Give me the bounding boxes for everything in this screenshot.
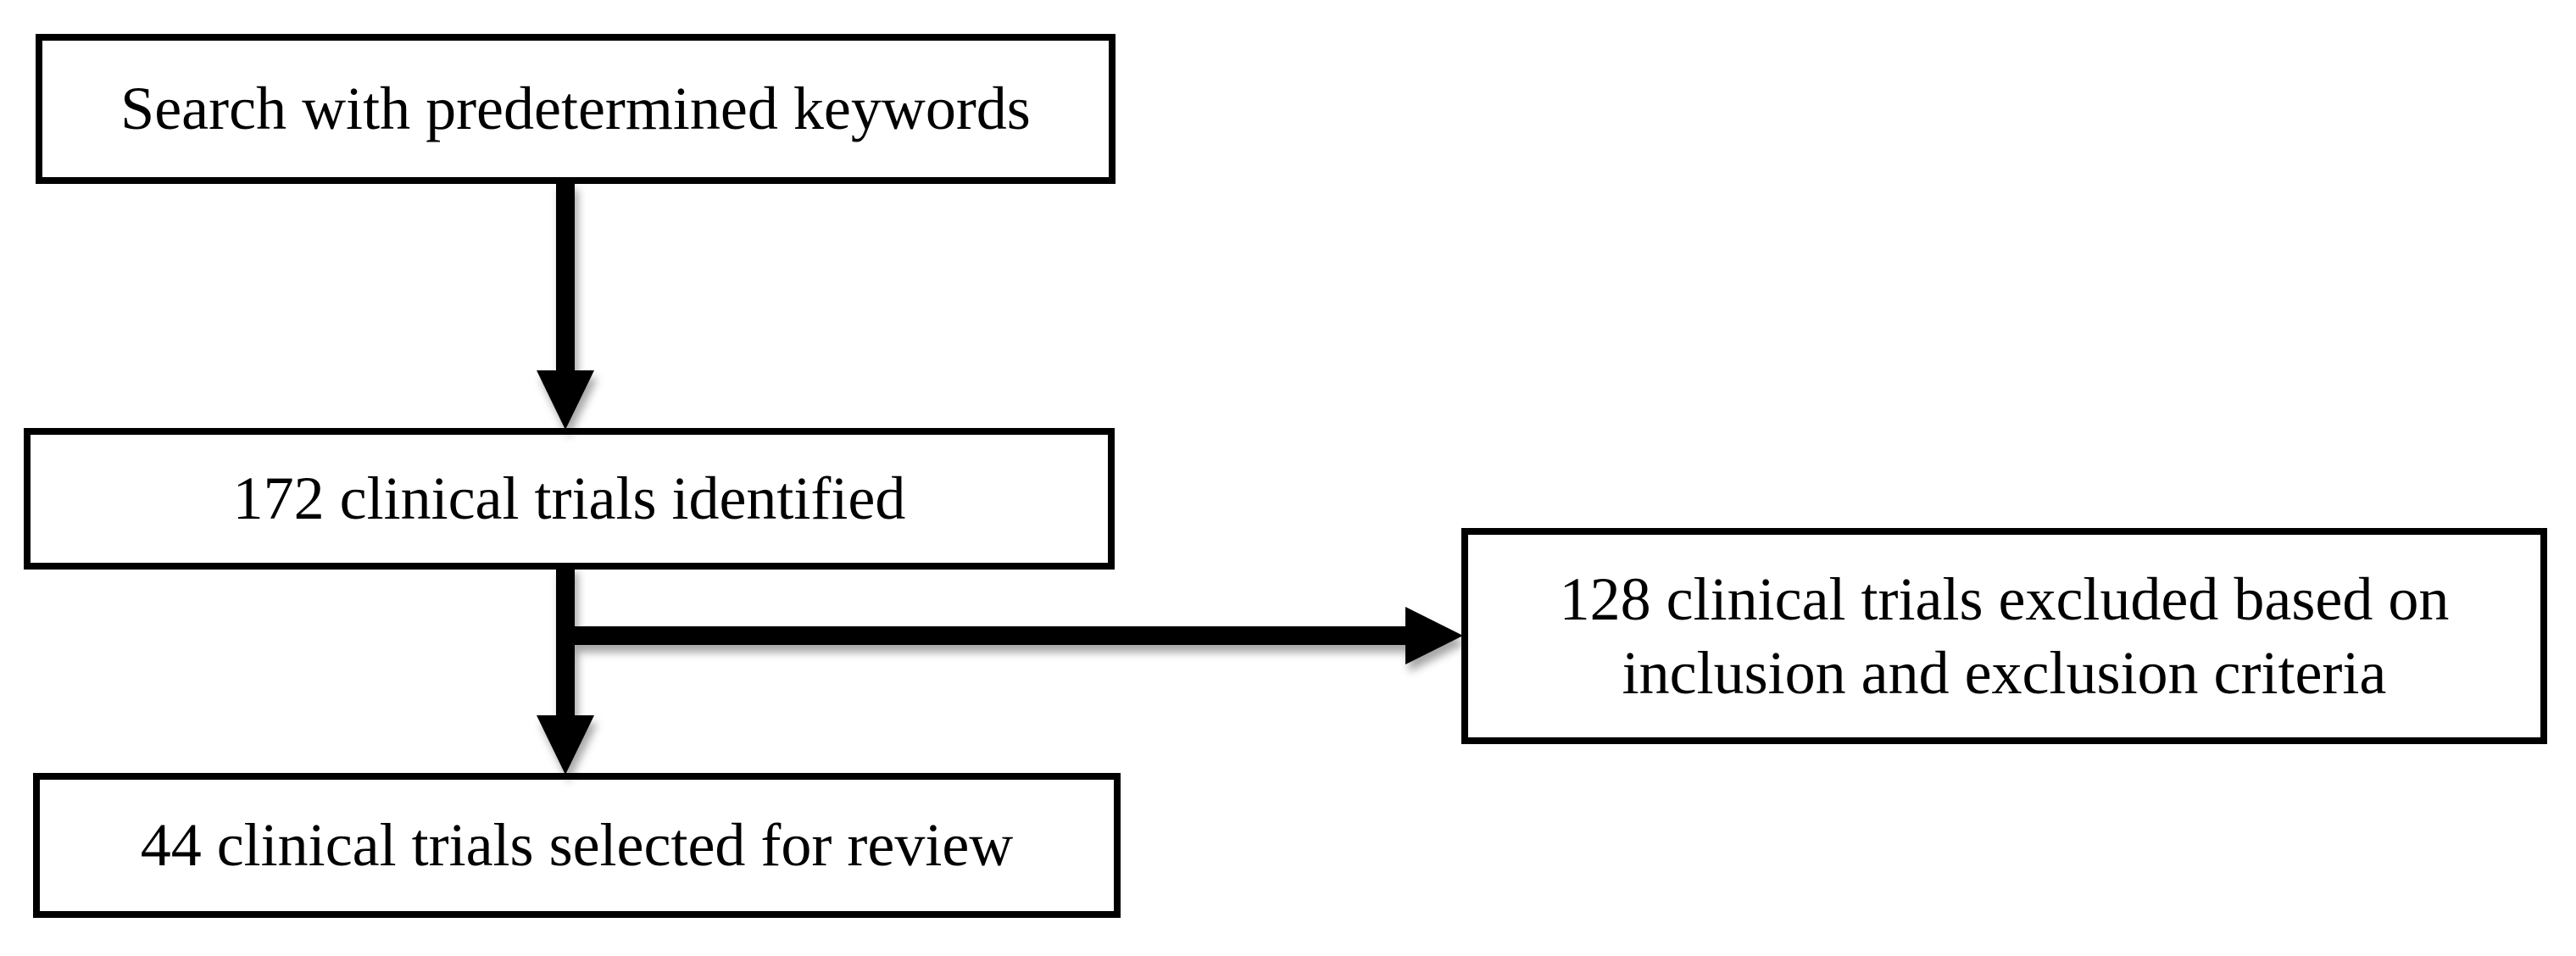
arrow-down-icon xyxy=(537,370,594,430)
flow-node-search-label: Search with predetermined keywords xyxy=(120,75,1031,143)
flow-node-excluded: 128 clinical trials excluded based on in… xyxy=(1461,528,2547,744)
flow-node-search: Search with predetermined keywords xyxy=(36,34,1116,184)
flow-node-excluded-label-line2: inclusion and exclusion criteria xyxy=(1622,638,2387,707)
arrow-down-icon xyxy=(537,715,594,775)
flow-node-identified-label: 172 clinical trials identified xyxy=(232,464,906,533)
flow-node-selected: 44 clinical trials selected for review xyxy=(33,773,1121,918)
arrow-right-icon xyxy=(1405,607,1463,664)
arrow-search-to-identified-shaft xyxy=(556,182,575,375)
flow-node-identified: 172 clinical trials identified xyxy=(24,428,1115,570)
arrow-identified-to-excluded-shaft xyxy=(556,626,1407,645)
arrow-identified-to-selected-shaft xyxy=(556,564,575,720)
flow-node-excluded-label-line1: 128 clinical trials excluded based on xyxy=(1559,565,2450,634)
flow-node-selected-label: 44 clinical trials selected for review xyxy=(140,811,1014,880)
